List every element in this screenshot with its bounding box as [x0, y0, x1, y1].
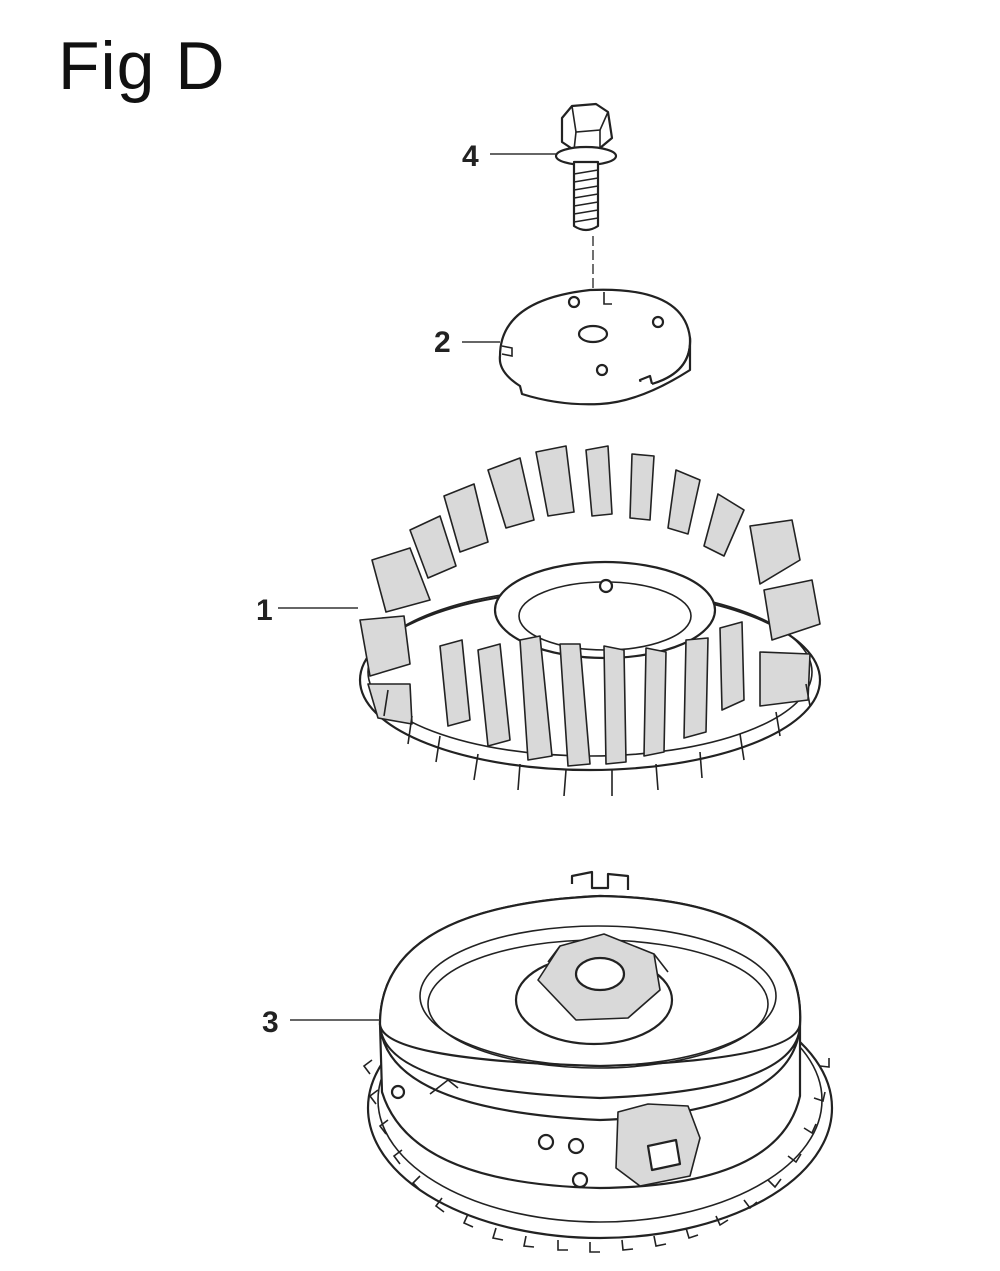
callout-2-label: 2 [434, 326, 451, 359]
leader-lines [278, 153, 556, 1021]
callout-4-label: 4 [462, 140, 479, 173]
part-4-flange-bolt [554, 102, 618, 332]
part-2-washer-plate [498, 288, 692, 406]
part-1-cooling-fan [358, 445, 822, 797]
callout-1-label: 1 [256, 594, 273, 627]
part-3-flywheel [362, 870, 834, 1253]
figure-title: Fig D [58, 28, 226, 104]
callout-3-label: 3 [262, 1006, 279, 1039]
